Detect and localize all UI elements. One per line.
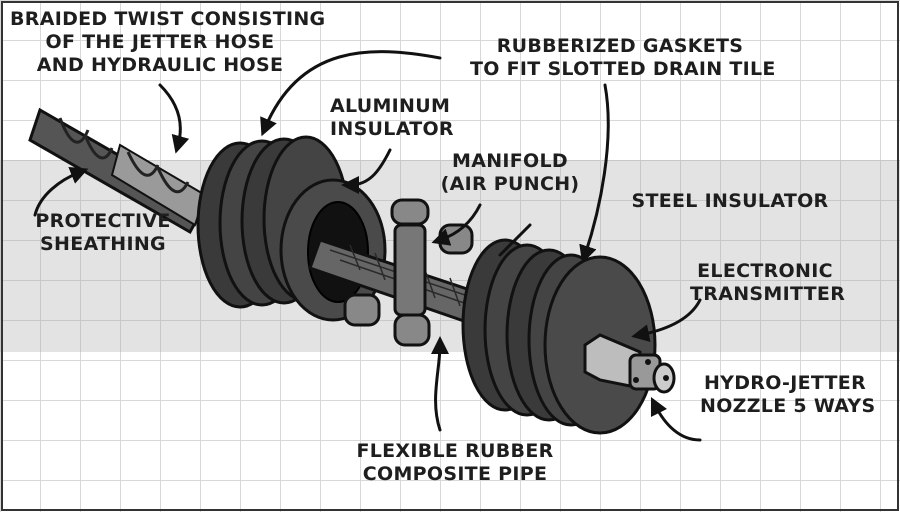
- arrow-steel: [498, 223, 532, 257]
- right-gasket: [461, 238, 657, 435]
- arrow-sheathing: [33, 166, 89, 217]
- arrow-aluminum: [341, 148, 392, 194]
- arrow-nozzle: [650, 396, 702, 442]
- label-manifold: MANIFOLD (AIR PUNCH): [440, 150, 580, 195]
- callout-arrows: [33, 50, 702, 442]
- label-braided-twist: BRAIDED TWIST CONSISTING OF THE JETTER H…: [10, 8, 326, 76]
- label-hydro-jetter-nozzle: HYDRO-JETTER NOZZLE 5 WAYS: [700, 372, 876, 417]
- label-rubberized-gaskets: RUBBERIZED GASKETS TO FIT SLOTTED DRAIN …: [470, 35, 776, 80]
- hydro-jetter-nozzle: [583, 333, 676, 394]
- arrow-transmitter: [631, 298, 702, 343]
- label-electronic-transmitter: ELECTRONIC TRANSMITTER: [690, 260, 846, 305]
- label-aluminum-insulator: ALUMINUM INSULATOR: [330, 95, 454, 140]
- label-protective-sheathing: PROTECTIVE SHEATHING: [35, 210, 171, 255]
- label-steel-insulator: STEEL INSULATOR: [631, 190, 829, 212]
- arrow-pipe: [430, 336, 449, 432]
- braided-hose: [28, 107, 208, 235]
- arrow-gasket-left: [260, 50, 442, 137]
- arrow-braided: [158, 83, 190, 154]
- label-flexible-pipe: FLEXIBLE RUBBER COMPOSITE PIPE: [356, 440, 554, 485]
- arrow-manifold: [431, 203, 482, 246]
- arrow-gasket-right: [579, 83, 610, 264]
- manifold: [343, 198, 474, 347]
